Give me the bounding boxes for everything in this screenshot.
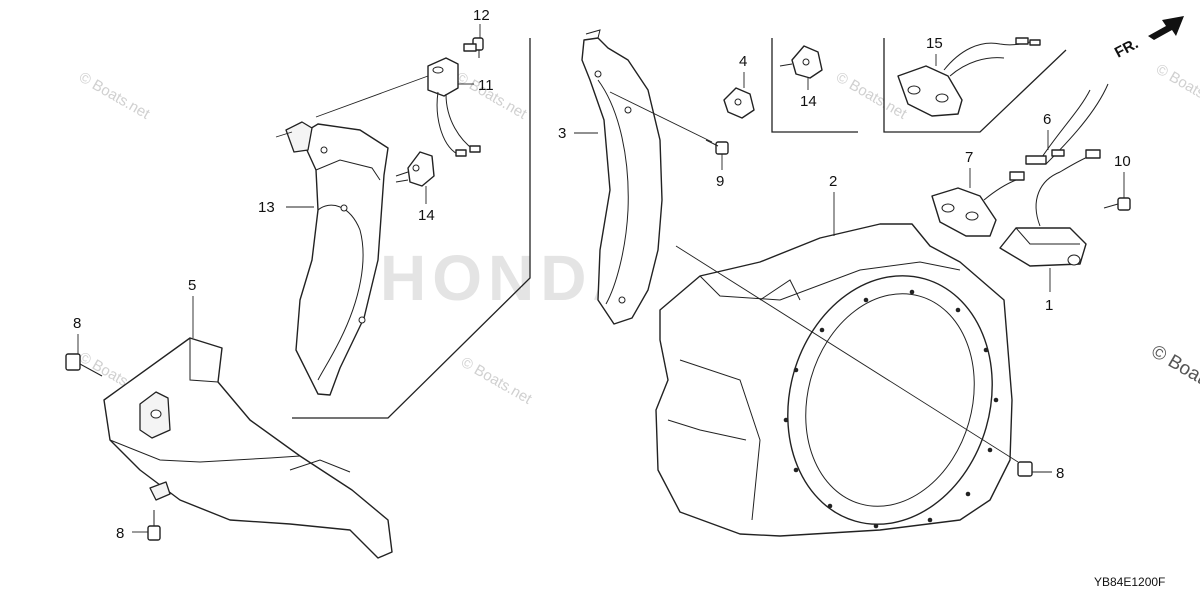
shroud-3: [581, 29, 713, 325]
callout-1: 1: [1045, 297, 1053, 314]
clamp-14-left: [395, 151, 435, 187]
callout-3: 3: [558, 125, 566, 142]
guard-5: [103, 337, 393, 559]
callout-12: 12: [473, 7, 490, 24]
clamp-14-inset: [779, 45, 823, 79]
callout-13: 13: [258, 199, 275, 216]
bolt-8-lower-left: [147, 510, 161, 541]
shroud-13: [275, 75, 429, 396]
grommet-7: [931, 171, 1025, 237]
inset-frames: [292, 38, 1067, 419]
callout-8-right: 8: [1056, 465, 1064, 482]
front-direction-indicator: FR.: [1112, 16, 1184, 62]
callout-8-lower-left: 8: [116, 525, 124, 542]
callout-15: 15: [926, 35, 943, 52]
connector-6: [1025, 83, 1109, 165]
watermark-4: © Boats.net: [1153, 61, 1200, 115]
direction-label: FR.: [1112, 35, 1141, 61]
sensor-15: [897, 37, 1041, 117]
bolt-8-upper-left: [65, 353, 103, 377]
callout-10: 10: [1114, 153, 1131, 170]
module-1: [999, 149, 1101, 267]
bolt-8-right: [1017, 461, 1033, 477]
callout-7: 7: [965, 149, 973, 166]
callout-4: 4: [739, 53, 747, 70]
clip-4: [723, 87, 755, 119]
bolt-9: [705, 139, 729, 155]
callout-14-inset: 14: [800, 93, 817, 110]
inset-frame-left: [292, 38, 531, 419]
callout-5: 5: [188, 277, 196, 294]
fan-cover-2: [655, 223, 1019, 537]
leader-lines: [77, 24, 1125, 533]
diagram-code: YB84E1200F: [1094, 575, 1165, 589]
callout-14-left: 14: [418, 207, 435, 224]
inset-frame-15: [883, 38, 1067, 133]
callout-2: 2: [829, 173, 837, 190]
watermark-6: © Boats.net: [458, 354, 535, 408]
callout-11: 11: [478, 77, 494, 94]
bolt-10: [1103, 197, 1131, 211]
callout-8-upper-left: 8: [73, 315, 81, 332]
brand-watermark: HONDA: [380, 242, 645, 314]
arrow-right-icon: [1148, 16, 1184, 40]
callouts: 12 11 13 14 3 9 4 14 15 6 7 10 2 1 5 8 8…: [73, 7, 1131, 542]
watermark-8: © Boats.net: [1148, 341, 1200, 409]
watermark-1: © Boats.net: [76, 69, 153, 123]
callout-6: 6: [1043, 111, 1051, 128]
inset-frame-14: [771, 38, 858, 133]
bolt-12: [463, 37, 484, 58]
callout-9: 9: [716, 173, 724, 190]
component-11: [427, 57, 481, 157]
